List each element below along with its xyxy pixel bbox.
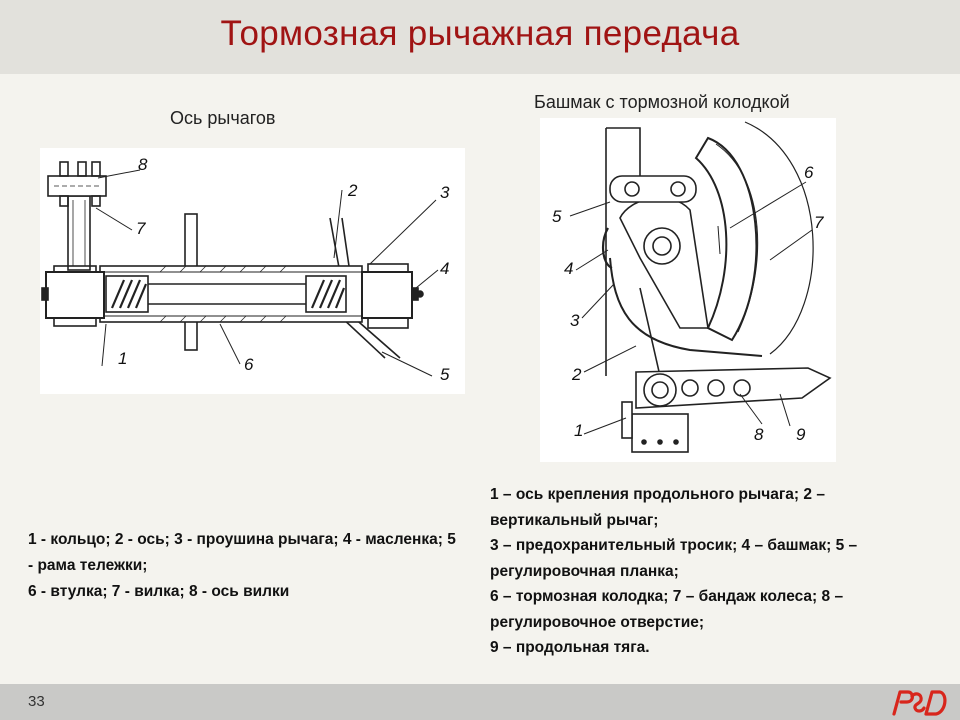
axle-label-7: 7: [136, 219, 146, 238]
brake-shoe-drawing: 5 4 3 2 1 6 7 8 9: [540, 118, 836, 462]
legend-line: 1 - кольцо; 2 - ось; 3 - проушина рычага…: [28, 531, 456, 574]
axle-label-4: 4: [440, 259, 449, 278]
legend-line: 1 – ось крепления продольного рычага; 2 …: [490, 486, 825, 529]
shoe-label-9: 9: [796, 425, 806, 444]
page-number: 33: [28, 693, 45, 710]
right-figure-caption: Башмак с тормозной колодкой: [534, 92, 790, 112]
brake-shoe-drawing-svg: 5 4 3 2 1 6 7 8 9: [552, 121, 832, 453]
shoe-label-2: 2: [571, 365, 582, 384]
slide-title: Тормозная рычажная передача: [220, 14, 740, 53]
shoe-label-1: 1: [574, 421, 583, 440]
axle-label-8: 8: [138, 155, 148, 174]
legend-line: 6 – тормозная колодка; 7 – бандаж колеса…: [490, 588, 844, 631]
legend-line: 3 – предохранительный тросик; 4 – башмак…: [490, 537, 858, 580]
lever-axle-legend: 1 - кольцо; 2 - ось; 3 - проушина рычага…: [28, 527, 458, 605]
shoe-label-7: 7: [814, 213, 824, 232]
axle-label-6: 6: [244, 355, 254, 374]
left-figure-caption: Ось рычагов: [170, 108, 276, 128]
axle-label-2: 2: [347, 181, 358, 200]
rzd-logo-icon: [892, 690, 947, 716]
lever-axle-drawing-svg: 8 7 2 3 4 1 6 5: [41, 155, 450, 384]
lever-axle-drawing: 8 7 2 3 4 1 6 5: [40, 148, 465, 394]
title-bar: Тормозная рычажная передача: [0, 0, 960, 74]
axle-label-1: 1: [118, 349, 127, 368]
legend-line: 6 - втулка; 7 - вилка; 8 - ось вилки: [28, 583, 290, 600]
axle-label-3: 3: [440, 183, 450, 202]
brake-shoe-legend: 1 – ось крепления продольного рычага; 2 …: [490, 482, 930, 661]
shoe-label-8: 8: [754, 425, 764, 444]
footer-bar: 33: [0, 684, 960, 720]
shoe-label-5: 5: [552, 207, 562, 226]
legend-line: 9 – продольная тяга.: [490, 639, 650, 656]
shoe-label-3: 3: [570, 311, 580, 330]
shoe-label-4: 4: [564, 259, 573, 278]
axle-label-5: 5: [440, 365, 450, 384]
shoe-label-6: 6: [804, 163, 814, 182]
